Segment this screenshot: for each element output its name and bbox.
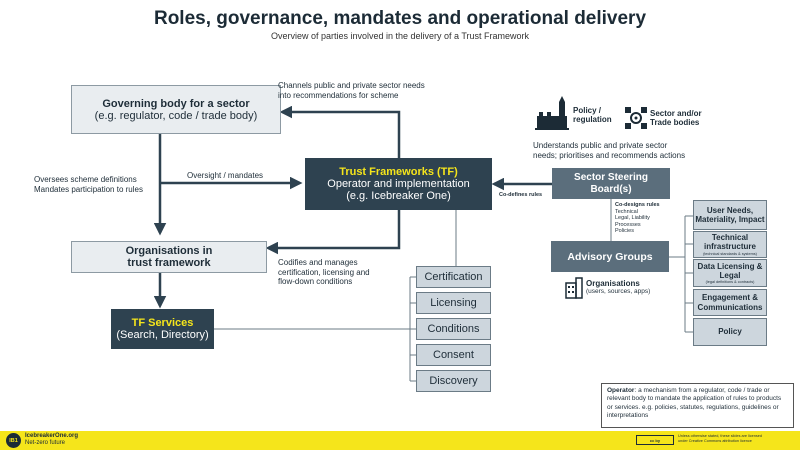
label-codifies-line3: flow-down conditions	[278, 277, 353, 287]
group-engagement-title: Engagement & Communications	[697, 293, 763, 312]
label-oversees: Oversees scheme definitions Mandates par…	[34, 175, 143, 194]
trust-frameworks-line2: (e.g. Icebreaker One)	[346, 190, 451, 202]
service-item-discovery: Discovery	[416, 370, 491, 392]
governing-body-subtitle: (e.g. regulator, code / trade body)	[94, 109, 258, 122]
governing-body-title: Governing body for a sector	[102, 97, 250, 110]
label-codifies-line2: certification, licensing and	[278, 267, 370, 277]
governing-body-box: Governing body for a sector (e.g. regula…	[71, 85, 281, 134]
page-subtitle: Overview of parties involved in the deli…	[270, 31, 530, 41]
label-codesigns-item: Legal, Liability	[615, 215, 650, 222]
footer-license: Unless otherwise stated, these slides ar…	[678, 434, 762, 443]
group-policy: Policy	[693, 318, 767, 346]
label-organisations-title: Organisations	[586, 279, 640, 288]
label-codifies-line1: Codifies and manages	[278, 258, 358, 267]
label-policy-line2: regulation	[573, 115, 612, 125]
label-organisations: Organisations (users, sources, apps)	[586, 279, 650, 296]
footer-license-line1: Unless otherwise stated, these slides ar…	[678, 434, 762, 438]
label-understands-line2: needs; prioritises and recommends action…	[533, 150, 686, 160]
tf-services-subtitle: (Search, Directory)	[116, 329, 209, 341]
trust-frameworks-line1: Operator and implementation	[327, 178, 470, 190]
group-technical-infrastructure-title: Technical infrastructure	[703, 233, 756, 252]
label-codesigns-item: Technical	[615, 208, 638, 215]
group-user-needs: User Needs, Materiality, Impact	[693, 200, 767, 230]
tf-services-box: TF Services (Search, Directory)	[111, 309, 214, 349]
definition-text: : a mechanism from a regulator, code / t…	[607, 387, 782, 420]
group-technical-infrastructure-note: (technical standards & systems)	[703, 251, 757, 256]
label-policy-line1: Policy /	[573, 106, 602, 115]
label-codesigns: Co-designs rules Technical Legal, Liabil…	[615, 202, 660, 235]
label-channels: Channels public and private sector needs…	[278, 81, 425, 100]
footer-bar	[0, 431, 800, 450]
service-item-consent: Consent	[416, 344, 491, 366]
label-sector-line2: Trade bodies	[650, 118, 700, 128]
network-gear-icon	[625, 107, 647, 129]
parliament-icon	[535, 96, 569, 130]
label-organisations-sub: (users, sources, apps)	[586, 288, 651, 296]
ib1-logo: IB1	[6, 433, 21, 448]
organisations-line1: Organisations in	[125, 244, 213, 257]
label-codesigns-item: Processes	[615, 221, 641, 228]
service-item-certification: Certification	[416, 266, 491, 288]
group-data-licensing-title: Data Licensing & Legal	[697, 261, 763, 280]
page-title: Roles, governance, mandates and operatio…	[153, 8, 647, 29]
label-sector: Sector and/or Trade bodies	[650, 109, 702, 127]
label-understands-line1: Understands public and private sector	[533, 141, 668, 150]
tf-services-title: TF Services	[131, 317, 194, 329]
advisory-groups-box: Advisory Groups	[551, 241, 669, 272]
footer-tagline: Net-zero future	[25, 440, 66, 447]
label-codesigns-title: Co-designs rules	[615, 202, 660, 208]
label-channels-line2: into recommendations for scheme	[278, 90, 399, 100]
label-policy: Policy / regulation	[573, 106, 612, 124]
footer-brand: IcebreakerOne.org Net-zero future	[25, 433, 78, 447]
service-item-licensing: Licensing	[416, 292, 491, 314]
steering-board-box: Sector Steering Board(s)	[552, 168, 670, 199]
buildings-icon	[565, 277, 583, 299]
steering-board-line2: Board(s)	[590, 183, 632, 195]
service-item-conditions: Conditions	[416, 318, 491, 340]
label-oversight: Oversight / mandates	[187, 171, 264, 180]
label-sector-line1: Sector and/or	[650, 109, 702, 118]
arrow-tf-to-governing	[279, 105, 401, 158]
label-codesigns-item: Policies	[615, 228, 634, 235]
group-technical-infrastructure: Technical infrastructure (technical stan…	[693, 231, 767, 258]
label-oversees-line1: Oversees scheme definitions	[34, 175, 137, 184]
footer-license-line2: under Creative Commons attribution licen…	[678, 438, 752, 443]
group-policy-title: Policy	[718, 327, 742, 337]
trust-frameworks-title: Trust Frameworks (TF)	[339, 166, 458, 178]
label-codefines: Co-defines rules	[499, 192, 543, 198]
definition-term: Operator	[607, 387, 635, 394]
label-channels-line1: Channels public and private sector needs	[278, 81, 425, 90]
label-codifies: Codifies and manages certification, lice…	[278, 258, 370, 287]
cc-license-icon: cc by	[636, 435, 674, 445]
definition-box: Operator: a mechanism from a regulator, …	[601, 383, 794, 428]
group-data-licensing-note: (legal definitions & contracts)	[705, 280, 755, 285]
steering-board-line1: Sector Steering	[574, 172, 648, 183]
organisations-line2: trust framework	[127, 257, 211, 269]
trust-frameworks-box: Trust Frameworks (TF) Operator and imple…	[305, 158, 492, 210]
group-data-licensing: Data Licensing & Legal (legal definition…	[693, 259, 767, 287]
footer-brand-name: IcebreakerOne.org	[25, 433, 79, 439]
group-user-needs-title: User Needs, Materiality, Impact	[695, 205, 765, 224]
label-oversees-line2: Mandates participation to rules	[34, 184, 143, 194]
label-understands: Understands public and private sector ne…	[533, 141, 685, 160]
group-engagement: Engagement & Communications	[693, 289, 767, 316]
arrow-tf-to-orgs	[265, 210, 401, 255]
organisations-box: Organisations in trust framework	[71, 241, 267, 273]
